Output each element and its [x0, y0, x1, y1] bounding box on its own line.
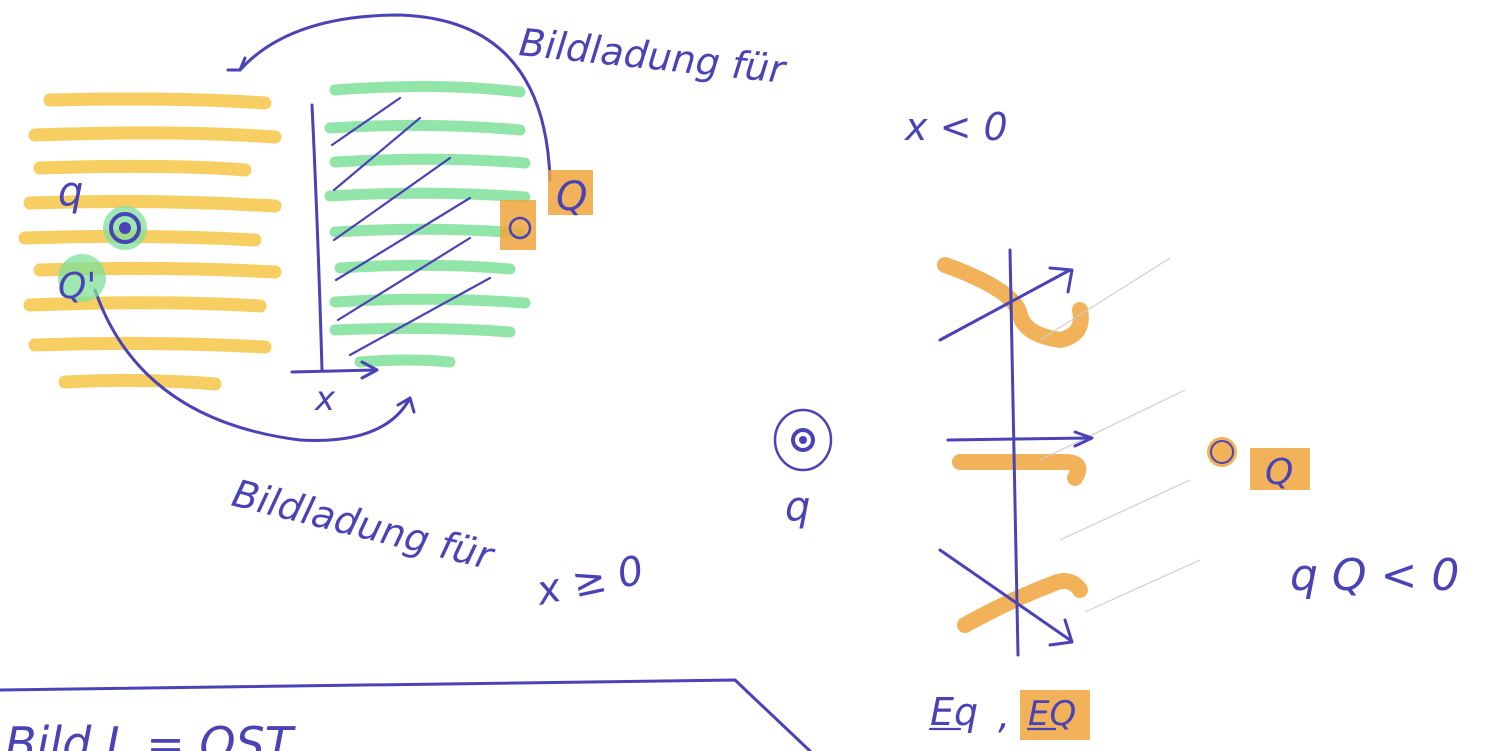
label-x-axis: x: [314, 379, 336, 419]
label-q-right: q: [785, 484, 810, 530]
box-text: Bild L = OST: [5, 717, 297, 751]
label-comma: ,: [998, 693, 1010, 737]
faint-guide-lines: [1040, 258, 1200, 612]
label-Eq: Eq: [930, 690, 978, 734]
q-charge-right: [775, 410, 831, 470]
top-caption: Bildladung für: [517, 20, 789, 92]
bottom-caption: Bildladung für: [228, 471, 500, 579]
field-vector-middle: [948, 432, 1092, 446]
sign-condition: q Q < 0: [1290, 550, 1459, 601]
field-labels: Eq , EQ: [930, 690, 1090, 740]
left-yellow-field-region: [25, 99, 275, 384]
q-charge-left: [103, 206, 147, 250]
label-Q-right: Q: [1265, 452, 1293, 493]
Q-charge-right: [1207, 437, 1310, 490]
x-axis-arrow: [292, 362, 377, 378]
label-Q-left: Q: [556, 174, 587, 220]
top-condition: x < 0: [904, 105, 1008, 149]
bottom-condition: x ≥ 0: [531, 547, 648, 615]
label-q-left: q: [58, 169, 83, 215]
mirror-wall-line: [312, 105, 322, 370]
label-Q-prime-left: Q': [58, 266, 96, 307]
